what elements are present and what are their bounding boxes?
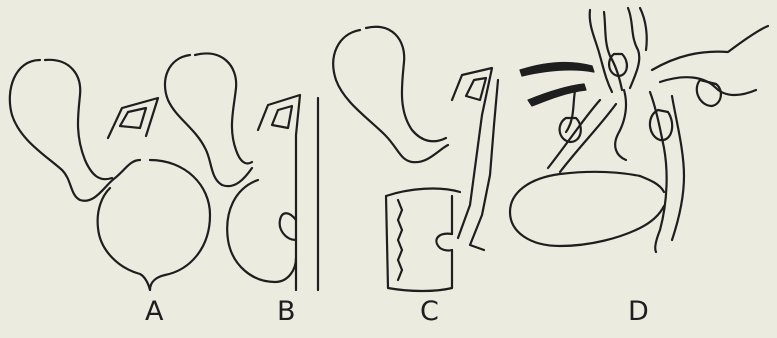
- panel-d-drawing: [510, 8, 768, 252]
- panel-a-hepatic-duct-inner: [120, 108, 146, 128]
- panel-d-common-duct-inner: [672, 96, 684, 240]
- panel-b-duct-inner: [272, 106, 292, 128]
- panel-d-branch-up-2: [628, 8, 639, 88]
- panel-label-c: C: [420, 298, 439, 325]
- panel-d-branch-left: [520, 63, 594, 76]
- panel-c-gallbladder-inner: [366, 27, 446, 141]
- panel-b-duct-left: [258, 95, 300, 290]
- panel-a-gallbladder: [10, 60, 140, 201]
- panel-d-branch-right-2: [660, 77, 756, 95]
- panel-c-duct-inner: [466, 78, 486, 100]
- panel-d-dilation-right: [697, 80, 721, 106]
- panel-b-cyst: [227, 180, 296, 282]
- panel-d-branch-right: [652, 26, 768, 70]
- panel-label-b: B: [277, 298, 296, 325]
- panel-label-d: D: [628, 298, 649, 325]
- panel-d-gallbladder-neck: [640, 176, 664, 192]
- panel-c-duct-left: [452, 68, 492, 238]
- panel-d-branch-up-2b: [640, 8, 647, 50]
- panel-c-drawing: [333, 27, 498, 291]
- panel-a-hepatic-duct: [108, 98, 158, 138]
- panel-c-duodenum-wall: [398, 200, 402, 280]
- panel-c-papilla: [436, 234, 452, 251]
- panel-a-gallbladder-inner: [45, 60, 112, 179]
- panel-a-drawing: [10, 60, 210, 290]
- panel-label-a: A: [145, 298, 163, 325]
- panel-d-branch-left-low: [528, 84, 586, 106]
- panel-d-gallbladder: [510, 172, 664, 246]
- panel-d-branch-mid: [615, 90, 626, 160]
